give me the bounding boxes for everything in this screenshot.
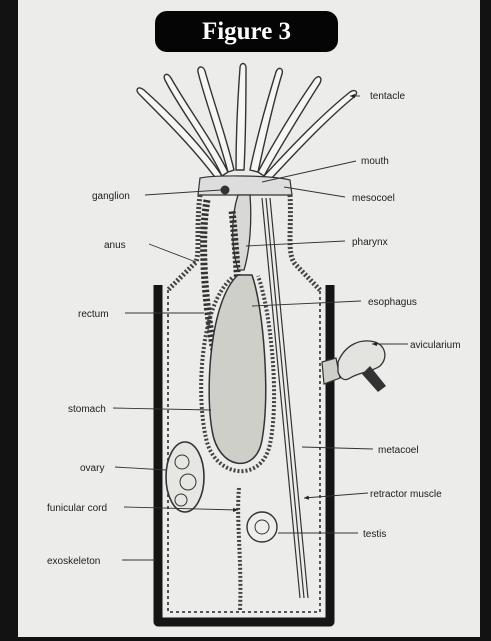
label-exoskeleton: exoskeleton bbox=[47, 556, 100, 567]
ganglion bbox=[221, 186, 230, 195]
label-stomach: stomach bbox=[68, 404, 106, 415]
label-testis: testis bbox=[363, 529, 386, 540]
label-metacoel: metacoel bbox=[378, 445, 419, 456]
label-tentacle: tentacle bbox=[370, 91, 405, 102]
label-pharynx: pharynx bbox=[352, 237, 388, 248]
label-mouth: mouth bbox=[361, 156, 389, 167]
funicular-cord bbox=[238, 488, 240, 610]
label-ganglion: ganglion bbox=[92, 191, 130, 202]
label-rectum: rectum bbox=[78, 309, 109, 320]
label-anus: anus bbox=[104, 240, 126, 251]
label-funicular-cord: funicular cord bbox=[47, 503, 107, 514]
tentacle-4 bbox=[236, 64, 246, 171]
tentacle-crown bbox=[137, 64, 356, 181]
label-mesocoel: mesocoel bbox=[352, 193, 395, 204]
label-retractor-muscle: retractor muscle bbox=[370, 489, 442, 500]
pharynx bbox=[233, 195, 251, 270]
label-ovary: ovary bbox=[80, 463, 104, 474]
ovary bbox=[166, 442, 204, 512]
label-avicularium: avicularium bbox=[410, 340, 461, 351]
testis bbox=[247, 512, 277, 542]
label-esophagus: esophagus bbox=[368, 297, 417, 308]
stomach bbox=[209, 275, 265, 463]
